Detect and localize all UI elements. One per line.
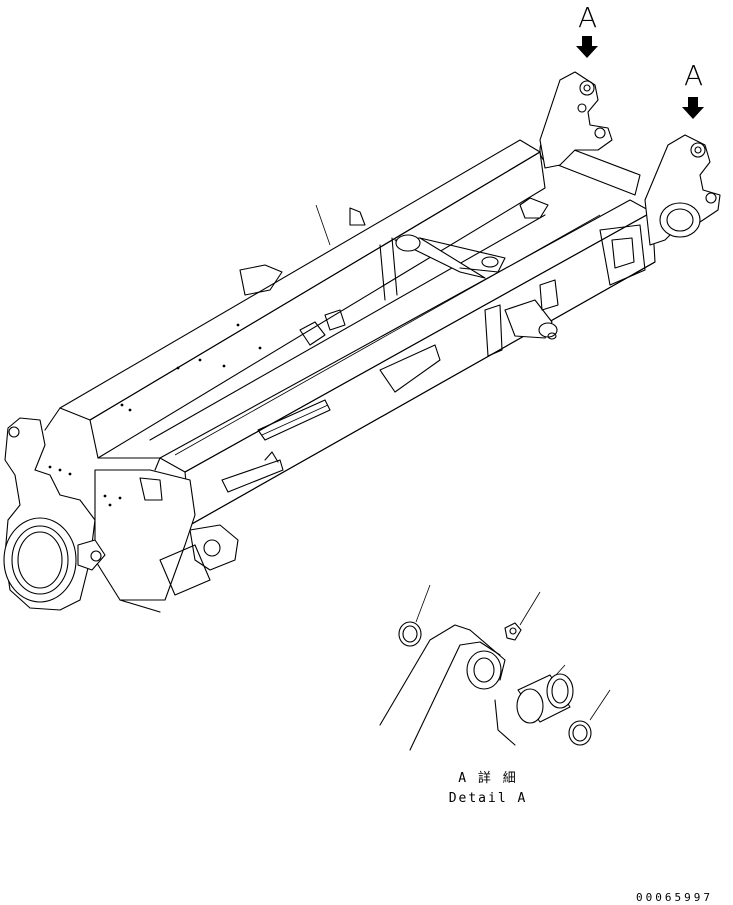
ref-label-a-right: A [684, 59, 704, 92]
detail-a-view [379, 584, 611, 751]
ref-label-a-left: A [578, 1, 598, 34]
detail-title-en: Detail A [448, 791, 528, 806]
ref-arrow-right [682, 97, 704, 119]
drawing-code: 00065997 [636, 891, 713, 904]
detail-title-jp: A 詳 細 [458, 771, 518, 786]
track-frame [3, 71, 721, 613]
ref-arrow-left [576, 36, 598, 58]
